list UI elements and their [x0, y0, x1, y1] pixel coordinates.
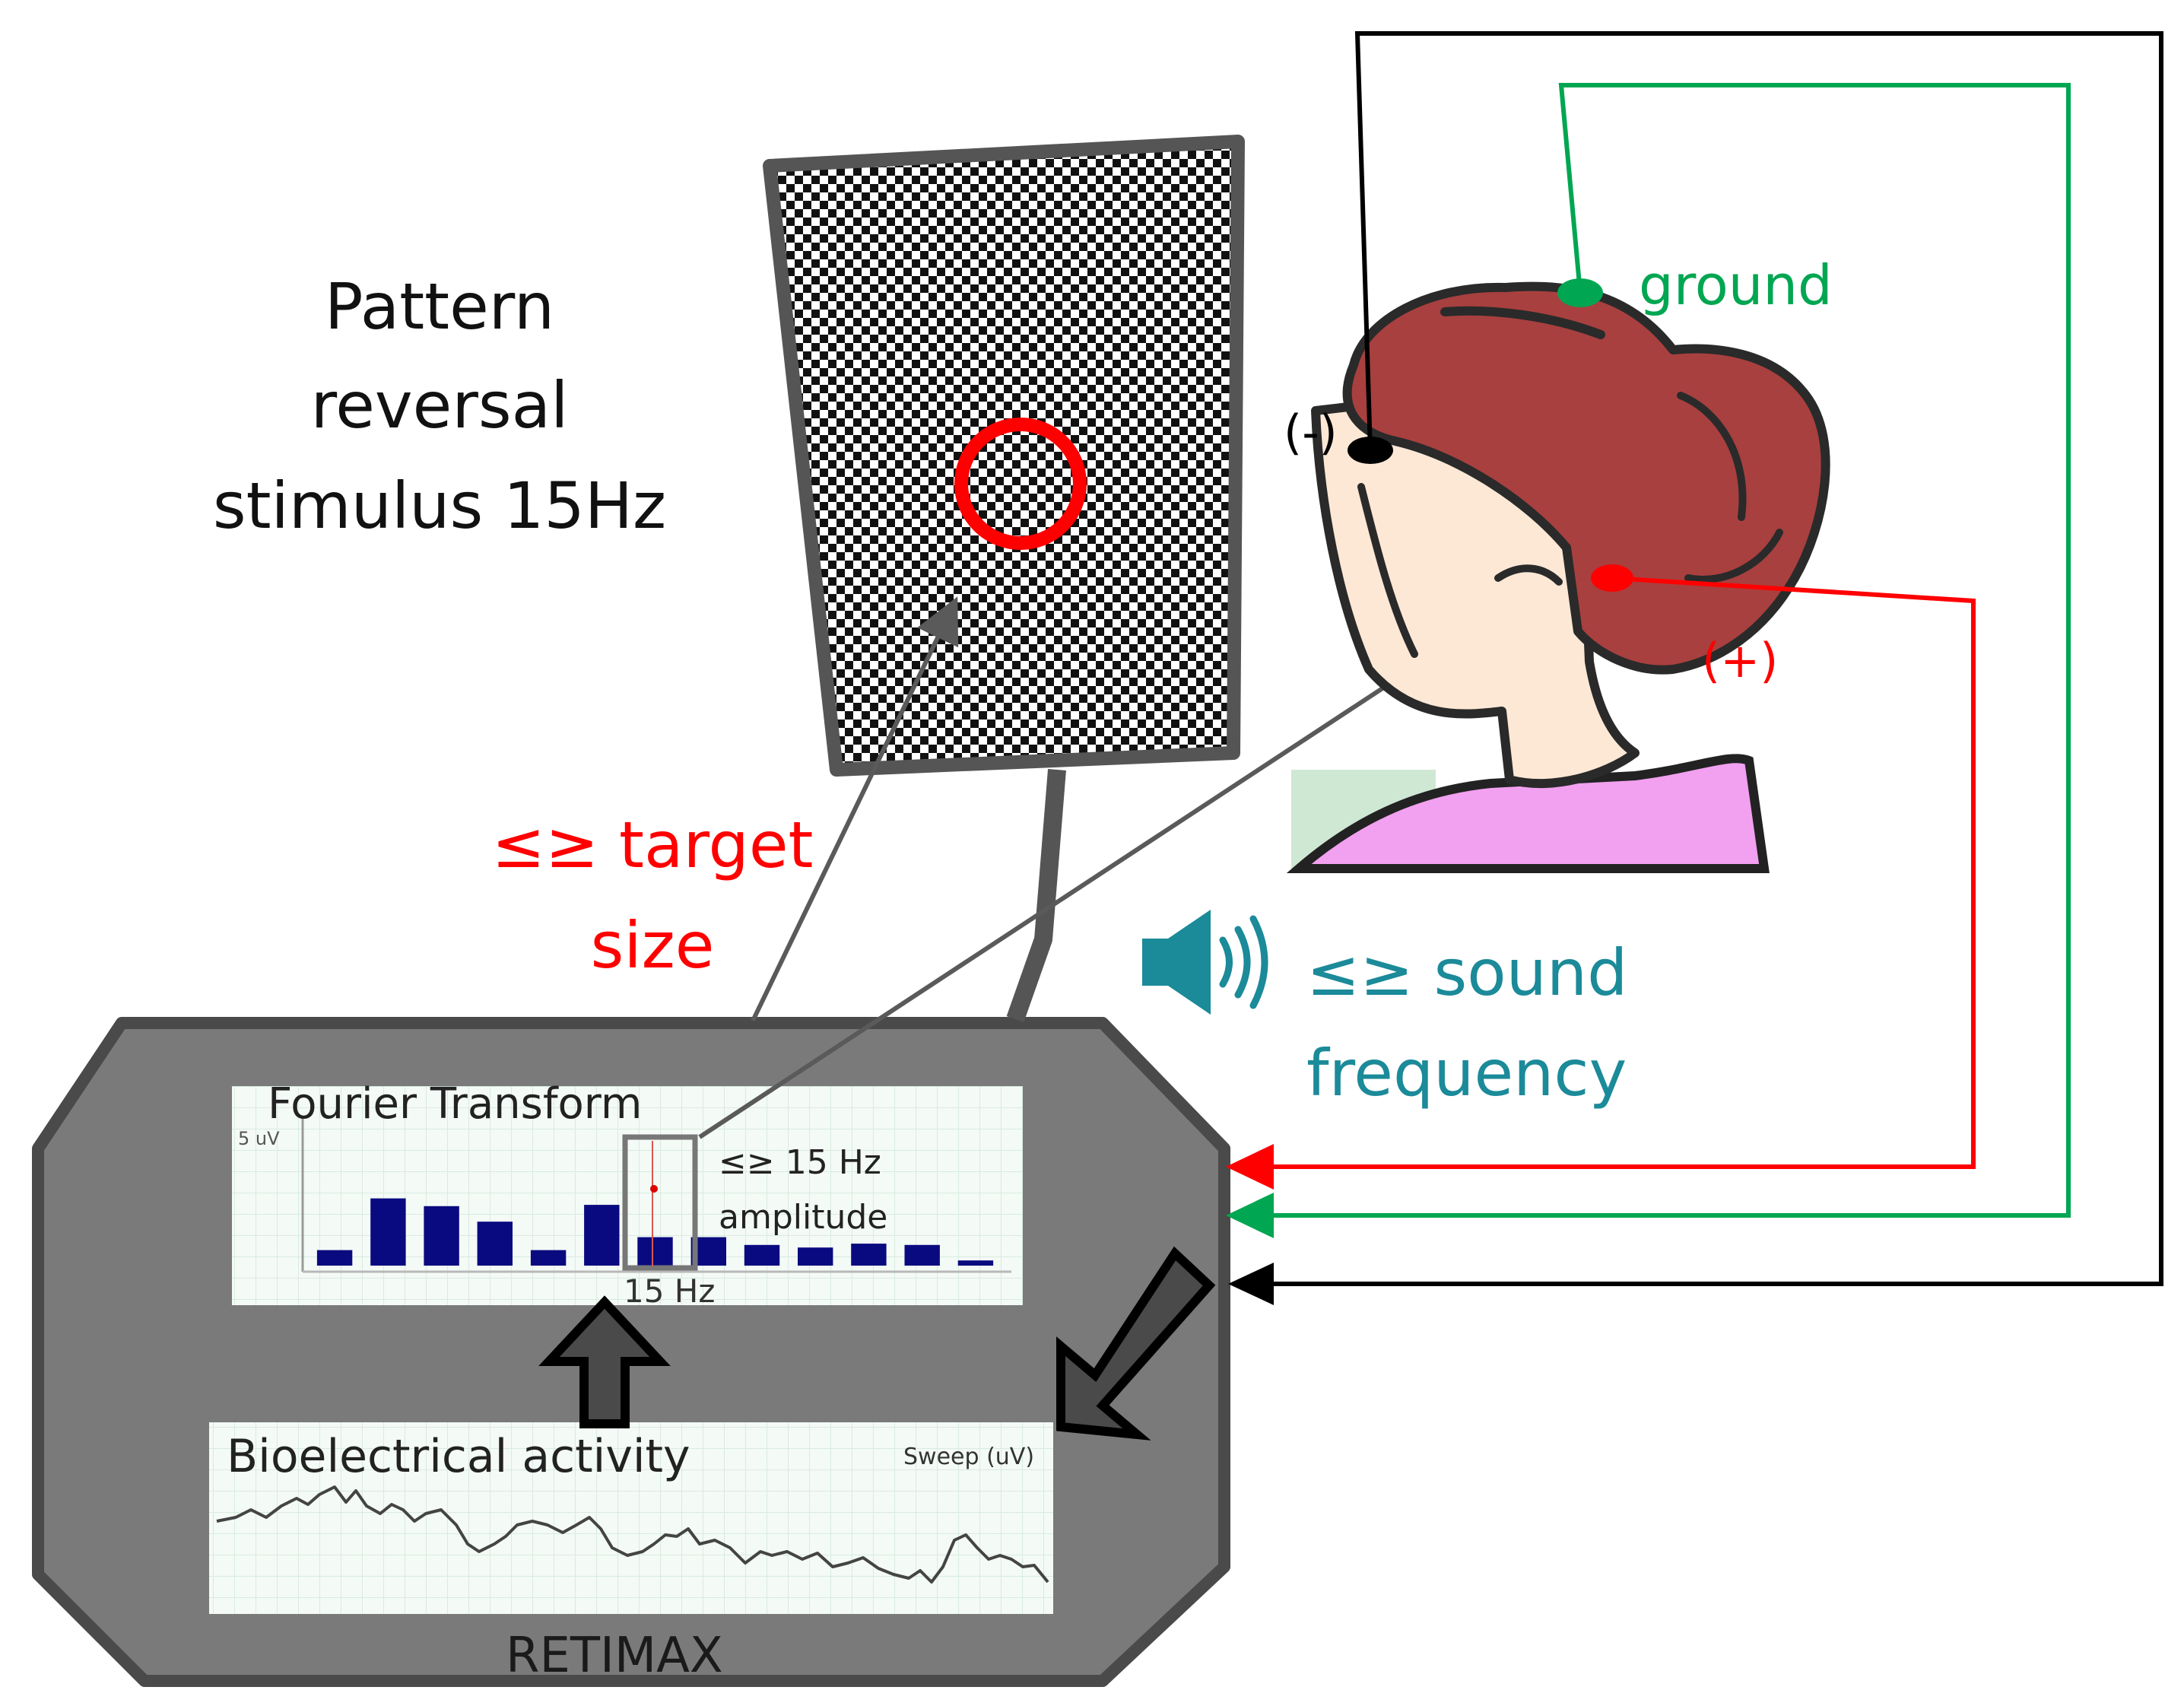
sweep-unit: Sweep (uV) — [903, 1444, 1034, 1470]
positive-label: (+) — [1702, 633, 1778, 688]
fixation-target-ring — [954, 418, 1087, 550]
fourier-highlight-box — [622, 1134, 698, 1271]
sweep-to-fourier-arrow — [538, 1295, 671, 1428]
negative-electrode — [1348, 437, 1393, 464]
fourier-bar — [584, 1205, 620, 1266]
fourier-unit: 5 uV — [238, 1128, 280, 1149]
sweep-waveform — [216, 1485, 1049, 1584]
positive-input-arrowhead — [1226, 1144, 1274, 1190]
target-size-line2: size — [591, 908, 715, 983]
stimulus-title-line2: reversal — [311, 368, 569, 443]
sweep-panel: Bioelectrical activity Sweep (uV) — [209, 1422, 1053, 1614]
fourier-bars — [316, 1198, 994, 1266]
fourier-bar — [424, 1206, 459, 1266]
negative-label: (-) — [1284, 405, 1338, 460]
sound-frequency-line2: frequency — [1306, 1036, 1627, 1110]
checkerboard-screen — [763, 135, 1245, 777]
ground-input-arrowhead — [1226, 1193, 1274, 1238]
input-to-sweep-arrow — [1056, 1246, 1216, 1441]
ground-label: ground — [1639, 253, 1833, 317]
fourier-bar — [370, 1198, 406, 1266]
monitor-stand — [1006, 769, 1066, 1022]
sound-frequency-line1: ≤≥ sound — [1306, 936, 1627, 1010]
fourier-panel: Fourier Transform 5 uV ≤≥ 15 Hz amplitud… — [232, 1079, 1023, 1310]
device-name: RETIMAX — [506, 1628, 723, 1684]
fourier-bar — [316, 1250, 353, 1266]
fourier-bar — [744, 1244, 780, 1266]
ground-electrode — [1557, 278, 1603, 307]
sweep-title: Bioelectrical activity — [227, 1430, 690, 1483]
fourier-bar — [530, 1250, 567, 1266]
stimulus-title-line3: stimulus 15Hz — [213, 469, 666, 543]
negative-electrode-wire — [1247, 31, 2163, 1286]
ground-electrode-wire — [1247, 83, 2071, 1218]
negative-input-arrowhead — [1228, 1263, 1274, 1305]
pointer-to-screen — [751, 596, 959, 1022]
positive-electrode — [1591, 564, 1633, 592]
positive-electrode-wire — [1247, 576, 1976, 1169]
stimulus-title-line1: Pattern — [325, 269, 554, 344]
fourier-annotation-line2: amplitude — [719, 1198, 887, 1237]
fourier-axis-marker: 15 Hz — [624, 1272, 715, 1310]
target-size-line1: ≤≥ target — [492, 808, 814, 882]
fourier-title: Fourier Transform — [268, 1079, 642, 1129]
fourier-bar — [798, 1247, 833, 1266]
fourier-annotation-line1: ≤≥ 15 Hz — [719, 1143, 881, 1182]
fourier-bar — [851, 1244, 887, 1266]
fourier-bar-15hz — [637, 1237, 673, 1266]
speaker-icon — [1142, 910, 1268, 1015]
pointer-to-ear — [698, 615, 1495, 1139]
fourier-bar — [904, 1244, 940, 1266]
fourier-bar — [477, 1222, 513, 1266]
fourier-bar — [957, 1260, 994, 1266]
subject-illustration — [1286, 281, 1830, 873]
